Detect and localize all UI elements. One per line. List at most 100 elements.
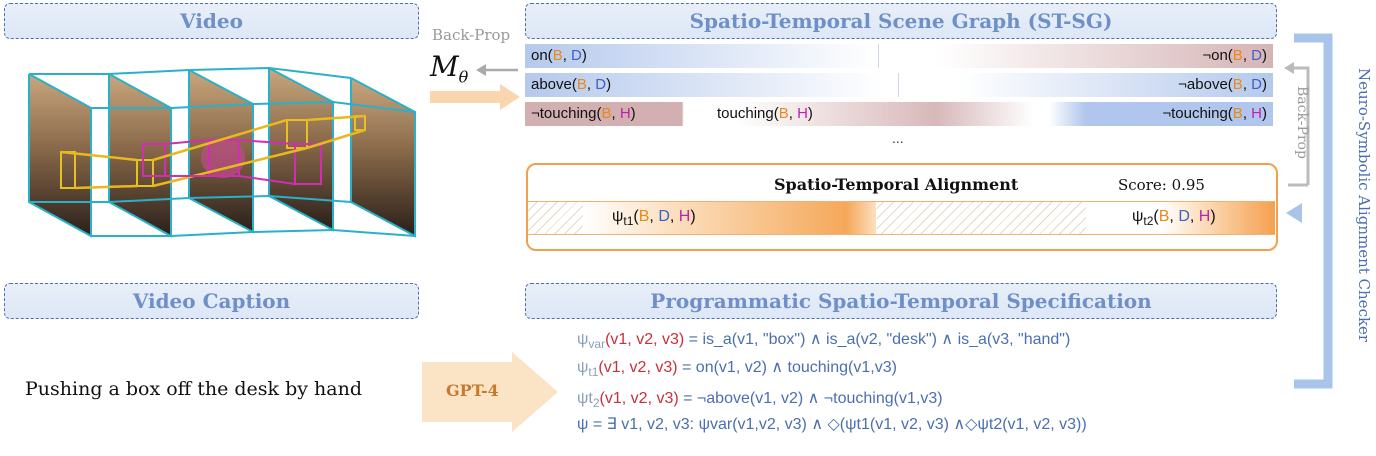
spec-line-t1: ψt1(v1, v2, v3) = on(v1, v2) ∧ touching(… [577,357,897,379]
video-header-label: Video [180,9,243,33]
psi-symbol: ψt [577,390,593,407]
pred-not-on: ¬on( [1202,47,1233,64]
stsg-header: Spatio-Temporal Scene Graph (ST-SG) [525,3,1277,39]
segment-t1 [583,202,876,234]
caption-header: Video Caption [4,283,419,319]
frame-5 [351,78,415,236]
caption-text: Pushing a box off the desk by hand [25,378,362,400]
psi-symbol: ψ [612,208,624,225]
arg-sep: , [1242,105,1252,122]
gpt-arrow [422,352,558,432]
arg-d: D [658,208,670,225]
spec-eq: = [677,359,696,376]
spec-line-t2: ψt2(v1, v2, v3) = ¬above(v1, v2) ∧ ¬touc… [577,388,943,410]
psi-sub: 2 [592,396,600,411]
alignment-title: Spatio-Temporal Alignment [774,175,1019,194]
arg-b: B [1158,208,1170,225]
arg-b: B [601,105,612,122]
psi-t1-label: ψt1(B, D, H) [612,208,696,229]
psi-sub: t2 [1143,214,1154,229]
arg-close: ) [807,105,813,122]
psi-sub: t1 [623,214,634,229]
model-subscript: θ [458,67,469,87]
pred-on: on( [531,47,553,64]
psi-symbol: ψ [1132,208,1144,225]
arg-b: B [1232,47,1243,64]
segment-t2 [1086,202,1275,234]
arg-sep: , [611,105,620,122]
arg-sep: , [649,208,659,225]
arg-close: ) [606,76,612,93]
spec-header: Programmatic Spatio-Temporal Specificati… [525,283,1277,319]
spec-body: on(v1, v2) ∧ touching(v1,v3) [695,359,897,376]
arg-h: H [619,105,631,122]
stsg-row-on: on(B, D) ¬on(B, D) [525,44,1273,68]
arg-b: B [1232,76,1243,93]
alignment-score: Score: 0.95 [1118,176,1205,194]
arg-h: H [678,208,691,225]
alignment-bar: ψt1(B, D, H) ψt2(B, D, H) [528,201,1275,235]
spec-header-label: Programmatic Spatio-Temporal Specificati… [650,289,1152,313]
arg-d: D [1178,208,1190,225]
stsg-row-touching: ¬touching(B, H) touching(B, H) ¬touching… [525,102,1273,126]
backprop-right-label: Back-Prop [1294,86,1310,159]
pred-above: above( [531,76,577,93]
stsg-row-above: above(B, D) ¬above(B, D) [525,73,1273,97]
arg-d: D [595,76,607,93]
gpt-label: GPT-4 [446,381,499,400]
stsg-ellipsis: ... [892,130,904,146]
spec-eq: = [678,390,697,407]
arg-close: ) [690,208,696,225]
backprop-top-label: Back-Prop [432,26,511,44]
spec-body: ¬above(v1, v2) ∧ ¬touching(v1,v3) [696,390,943,407]
arg-h: H [797,105,808,122]
arg-sep: , [586,76,596,93]
frame-3 [189,70,253,232]
video-frames-illustration [28,66,416,238]
arg-d: D [1251,76,1262,93]
spec-line-full: ψ = ∃ v1, v2, v3: ψvar(v1,v2, v3) ∧ ◇(ψt… [577,416,1087,433]
arg-close: ) [1262,76,1267,93]
psi-symbol: ψ [577,359,589,376]
backprop-arrow-left [476,64,518,76]
arg-d: D [571,47,582,64]
pred-not-touching-end: ¬touching( [1162,105,1233,122]
arg-sep: , [1169,208,1179,225]
arg-b: B [1232,105,1243,122]
right-feedback-arrows [1284,33,1333,389]
pred-not-touching-start: ¬touching( [531,105,602,122]
arg-sep: , [669,208,679,225]
arg-sep: , [1189,208,1199,225]
psi-sub: var [588,337,606,352]
model-letter: M [430,50,459,83]
arg-sep: , [788,105,798,122]
arg-h: H [1251,105,1262,122]
arg-sep: , [1242,47,1252,64]
checker-label: Neuro-Symbolic Alignment Checker [1355,68,1373,343]
frame-2 [109,74,171,236]
arg-close: ) [581,47,587,64]
arg-b: B [552,47,563,64]
spec-body: is_a(v1, "box") ∧ is_a(v2, "desk") ∧ is_… [702,331,1071,348]
psi-symbol: ψ [577,331,589,348]
model-symbol: Mθ [430,50,468,87]
arg-h: H [1198,208,1211,225]
arg-close: ) [1262,105,1267,122]
arg-close: ) [1210,208,1216,225]
stsg-header-label: Spatio-Temporal Scene Graph (ST-SG) [689,9,1113,33]
caption-header-label: Video Caption [132,289,291,313]
pred-touching: touching( [717,105,779,122]
arg-sep: , [562,47,572,64]
arg-b: B [638,208,650,225]
alignment-box: Spatio-Temporal Alignment Score: 0.95 ψt… [526,163,1278,251]
psi-t2-label: ψt2(B, D, H) [1132,208,1216,229]
arg-close: ) [630,105,636,122]
arg-sep: , [1242,76,1252,93]
spec-args: (v1, v2, v3) [599,390,679,407]
spec-eq: = [684,331,703,348]
spec-args: (v1, v2, v3) [605,331,685,348]
arg-close: ) [1262,47,1267,64]
arg-b: B [778,105,789,122]
spec-line-var: ψvar(v1, v2, v3) = is_a(v1, "box") ∧ is_… [577,329,1070,351]
arg-d: D [1251,47,1262,64]
